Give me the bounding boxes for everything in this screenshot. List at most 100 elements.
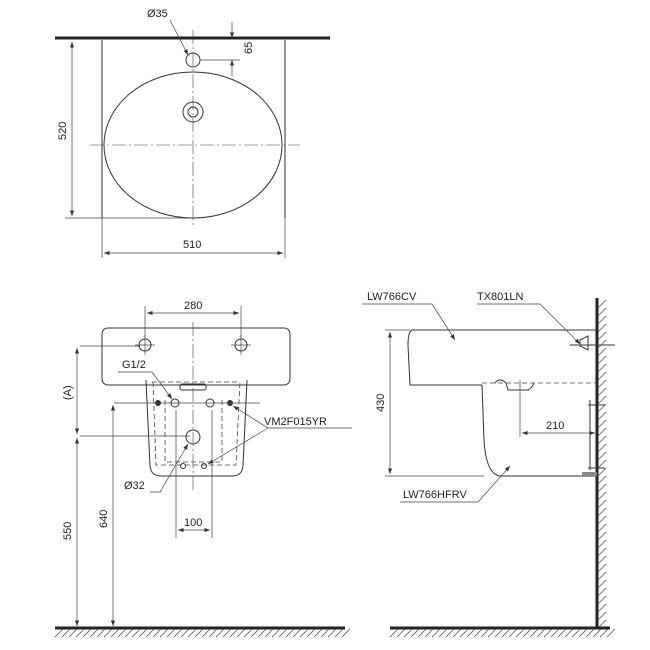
hatch-line xyxy=(571,628,581,638)
hatch-line xyxy=(597,531,607,541)
hatch-line xyxy=(145,628,155,638)
hatch-line xyxy=(597,611,607,621)
hatch-line xyxy=(180,628,190,638)
hatch-line xyxy=(515,628,525,638)
hatch-line xyxy=(597,499,607,509)
hatch-line xyxy=(597,355,607,365)
hatch-line xyxy=(257,628,267,638)
height-label: 430 xyxy=(375,394,387,412)
hatch-line xyxy=(597,347,607,357)
hatch-line xyxy=(597,387,607,397)
hatch-line xyxy=(229,628,239,638)
pedestal-part-label: LW766HFRV xyxy=(403,489,467,501)
hatch-line xyxy=(250,628,260,638)
hatch-line xyxy=(54,628,64,638)
hole-spacing-label: 280 xyxy=(184,300,202,312)
hatch-line xyxy=(599,628,609,638)
hatch-line xyxy=(124,628,134,638)
hatch-line xyxy=(597,539,607,549)
hatch-line xyxy=(452,628,462,638)
front-view: 280 G1/2 VM2F015YR Ø32 100 (A) 550 640 xyxy=(54,300,352,638)
hatch-line xyxy=(578,628,588,638)
hatch-line xyxy=(536,628,546,638)
hatch-line xyxy=(597,555,607,565)
hatch-line xyxy=(508,628,518,638)
height-640-label: 640 xyxy=(98,510,110,528)
hatch-line xyxy=(550,628,560,638)
hatch-line xyxy=(264,628,274,638)
hatch-line xyxy=(438,628,448,638)
hatch-line xyxy=(306,628,316,638)
pedestal-front xyxy=(145,379,248,477)
hatch-line xyxy=(222,628,232,638)
hatch-line xyxy=(585,628,595,638)
hatch-line xyxy=(327,628,337,638)
hatch-line xyxy=(597,563,607,573)
width-label: 510 xyxy=(183,239,201,251)
hatch-line xyxy=(103,628,113,638)
hatch-line xyxy=(243,628,253,638)
hatch-line xyxy=(424,628,434,638)
hatch-line xyxy=(459,628,469,638)
hatch-line xyxy=(487,628,497,638)
hatch-line xyxy=(597,515,607,525)
hatch-line xyxy=(320,628,330,638)
hatch-line xyxy=(597,507,607,517)
hatch-line xyxy=(466,628,476,638)
hatch-line xyxy=(110,628,120,638)
hatch-line xyxy=(131,628,141,638)
hatch-line xyxy=(215,628,225,638)
hatch-line xyxy=(522,628,532,638)
hatch-line xyxy=(529,628,539,638)
hatch-line xyxy=(201,628,211,638)
basin-side xyxy=(407,329,597,386)
bolt-part-label: VM2F015YR xyxy=(264,416,327,428)
hatch-line xyxy=(152,628,162,638)
hatch-line xyxy=(597,587,607,597)
drain-hole xyxy=(182,101,204,123)
hatch-line xyxy=(597,435,607,445)
hatch-line xyxy=(597,451,607,461)
drain-inner xyxy=(187,106,199,118)
hatch-line xyxy=(597,595,607,605)
hatch-line xyxy=(473,628,483,638)
hatch-line xyxy=(597,323,607,333)
hatch-line xyxy=(592,628,602,638)
hatch-line xyxy=(159,628,169,638)
hatch-line xyxy=(396,628,406,638)
basin-front xyxy=(101,327,291,386)
hatch-line xyxy=(597,491,607,501)
drain-spacing-label: 100 xyxy=(184,517,202,529)
hatch-line xyxy=(597,395,607,405)
hatch-line xyxy=(597,443,607,453)
hatch-line xyxy=(117,628,127,638)
hatch-line xyxy=(597,339,607,349)
hatch-line xyxy=(187,628,197,638)
hatch-line xyxy=(597,523,607,533)
wall-fixing xyxy=(570,335,615,351)
hatch-line xyxy=(389,628,399,638)
drain-outlet xyxy=(185,429,201,445)
hatch-line xyxy=(299,628,309,638)
hatch-line xyxy=(597,603,607,613)
hatch-line xyxy=(597,315,607,325)
hatch-line xyxy=(285,628,295,638)
hatch-line xyxy=(480,628,490,638)
pedestal-side xyxy=(481,384,597,477)
hatch-line xyxy=(410,628,420,638)
hatch-line xyxy=(68,628,78,638)
hatch-line xyxy=(597,363,607,373)
hatch-line xyxy=(61,628,71,638)
hatch-line xyxy=(597,299,607,309)
hatch-line xyxy=(82,628,92,638)
supply-thread-label: G1/2 xyxy=(122,359,146,371)
tap-hole-diameter-label: Ø35 xyxy=(147,8,168,20)
hatch-line xyxy=(341,628,351,638)
hatch-line xyxy=(597,579,607,589)
hatch-line xyxy=(557,628,567,638)
drain-diameter-label: Ø32 xyxy=(124,480,145,492)
hatch-line xyxy=(75,628,85,638)
hatch-line xyxy=(194,628,204,638)
hatch-line xyxy=(494,628,504,638)
